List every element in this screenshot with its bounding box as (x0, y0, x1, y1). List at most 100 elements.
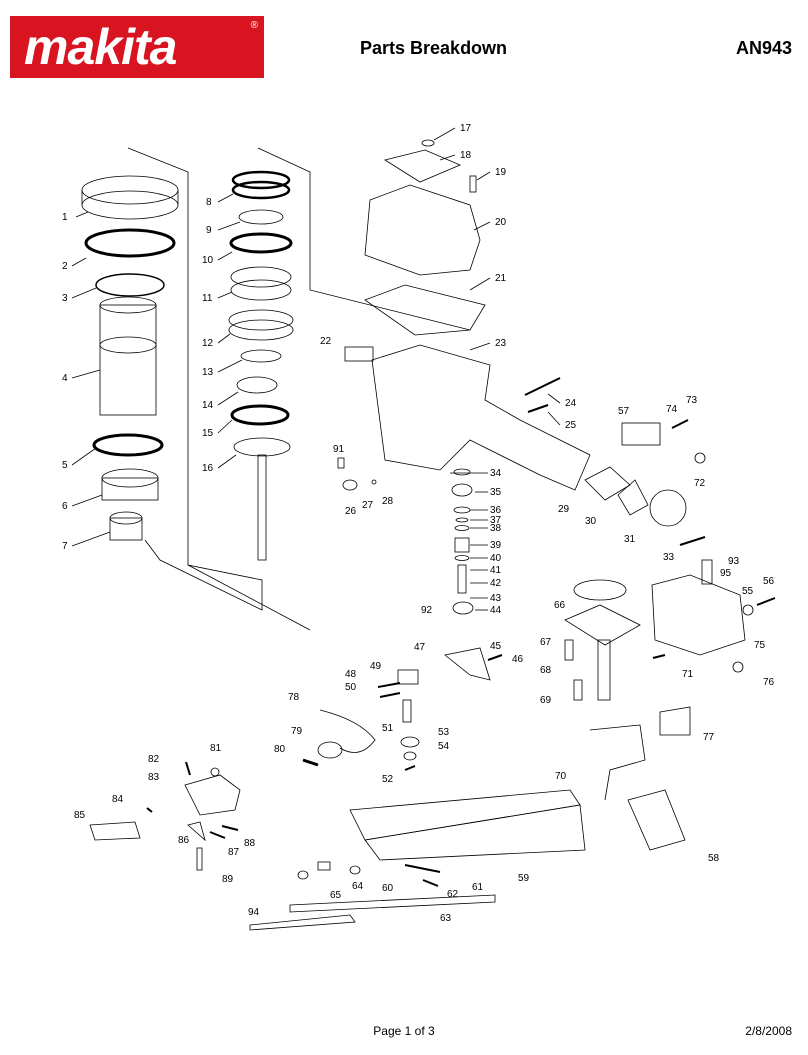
part-35-shape (451, 483, 473, 497)
part-61-shape (404, 864, 441, 873)
part-label-14: 14 (202, 400, 214, 411)
part-label-5: 5 (62, 460, 68, 471)
part-label-33: 33 (663, 552, 675, 563)
part-label-95: 95 (720, 568, 732, 579)
part-89-shape (196, 847, 203, 871)
part-label-84: 84 (112, 794, 124, 805)
part-79-shape (317, 741, 343, 759)
part-77-shape (659, 706, 691, 736)
registered-mark: ® (250, 20, 258, 31)
part-33-shape (679, 536, 706, 546)
makita-logo: makita ® (10, 16, 264, 78)
part-label-19: 19 (495, 167, 507, 178)
part-75-shape (651, 574, 746, 656)
part-label-67: 67 (540, 637, 552, 648)
page-number: Page 1 of 3 (373, 1024, 435, 1038)
part-label-2: 2 (62, 261, 68, 272)
part-88-shape (221, 825, 239, 831)
part-10-shape (229, 232, 293, 254)
part-60-shape (317, 861, 331, 871)
part-62-shape (422, 879, 439, 887)
part-17-shape (421, 139, 435, 147)
part-3-shape (95, 273, 165, 297)
part-label-26: 26 (345, 506, 357, 517)
part-label-23: 23 (495, 338, 507, 349)
logo-wordmark: makita (24, 19, 177, 75)
part-44-shape (452, 601, 474, 615)
part-82-shape (185, 761, 191, 776)
part-label-78: 78 (288, 692, 300, 703)
part-65-shape (297, 870, 309, 880)
part-19-shape (469, 175, 477, 193)
part-85-shape (89, 821, 141, 841)
part-label-28: 28 (382, 496, 394, 507)
part-39-shape (454, 537, 470, 553)
part-label-58: 58 (708, 853, 720, 864)
part-label-49: 49 (370, 661, 382, 672)
part-81-shape (210, 767, 220, 777)
part-label-25: 25 (565, 420, 577, 431)
part-13-shape (240, 349, 282, 363)
part-66-shape (573, 579, 627, 601)
part-53-shape (400, 736, 420, 748)
document-date: 2/8/2008 (745, 1024, 792, 1038)
part-2-shape (84, 228, 176, 258)
part-label-46: 46 (512, 654, 524, 665)
part-label-13: 13 (202, 367, 214, 378)
part-93-shape (701, 559, 713, 585)
part-26-shape (342, 479, 358, 491)
part-label-52: 52 (382, 774, 394, 785)
part-label-60: 60 (382, 883, 394, 894)
part-55-shape (742, 604, 754, 616)
part-1-shape (81, 175, 179, 205)
part-29-shape (584, 466, 631, 501)
part-9-shape (238, 209, 284, 225)
part-11-shape (230, 266, 292, 288)
part-label-12: 12 (202, 338, 214, 349)
part-label-62: 62 (447, 889, 459, 900)
part-8-shape (231, 170, 291, 190)
part-label-85: 85 (74, 810, 86, 821)
part-16-shape (233, 437, 291, 457)
part-73-shape (671, 419, 689, 429)
part-72-shape (694, 452, 706, 464)
part-label-51: 51 (382, 723, 394, 734)
part-label-15: 15 (202, 428, 214, 439)
part-label-56: 56 (763, 576, 775, 587)
page-title: Parts Breakdown (360, 38, 508, 58)
part-label-87: 87 (228, 847, 240, 858)
part-label-82: 82 (148, 754, 160, 765)
part-label-75: 75 (754, 640, 766, 651)
part-label-16: 16 (202, 463, 214, 474)
part-51-shape (402, 699, 412, 723)
part-87-shape (209, 831, 226, 839)
part-label-3: 3 (62, 293, 68, 304)
part-25-shape (527, 404, 549, 413)
part-83-shape (184, 774, 241, 816)
part-label-34: 34 (490, 468, 502, 479)
part-label-81: 81 (210, 743, 222, 754)
part-49-shape (397, 669, 419, 685)
bracket-line-left (127, 147, 263, 611)
part-label-38: 38 (490, 523, 502, 534)
part-76-shape (732, 661, 744, 673)
part-46-shape (487, 654, 503, 661)
part-64-shape (349, 865, 361, 875)
part-label-21: 21 (495, 273, 507, 284)
part-label-66: 66 (554, 600, 566, 611)
part-label-44: 44 (490, 605, 502, 616)
part-20-shape (364, 184, 481, 276)
part-label-41: 41 (490, 565, 502, 576)
part-56-shape (756, 597, 776, 606)
part-34-shape (453, 468, 471, 476)
part-label-48: 48 (345, 669, 357, 680)
part-label-79: 79 (291, 726, 303, 737)
part-label-83: 83 (148, 772, 160, 783)
part-86-shape (187, 821, 206, 842)
part-label-40: 40 (490, 553, 502, 564)
part-label-77: 77 (703, 732, 715, 743)
part-label-76: 76 (763, 677, 775, 688)
part-label-69: 69 (540, 695, 552, 706)
